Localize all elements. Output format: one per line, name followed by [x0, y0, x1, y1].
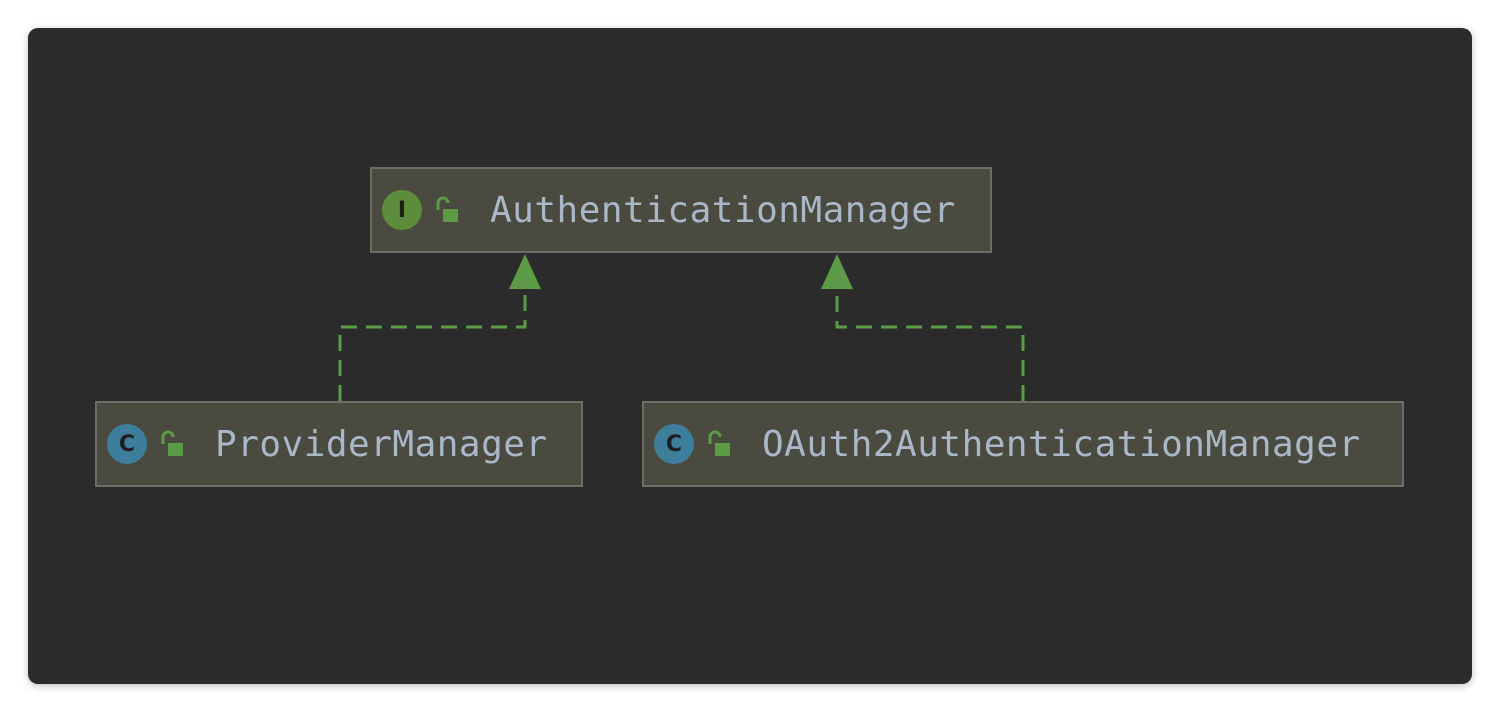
node-oauth2-authentication-manager[interactable]: C OAuth2AuthenticationManager — [642, 401, 1404, 487]
node-authentication-manager[interactable]: I AuthenticationManager — [370, 167, 992, 253]
interface-icon: I — [382, 190, 422, 230]
node-label: OAuth2AuthenticationManager — [762, 423, 1361, 465]
edges-layer — [338, 254, 1025, 401]
node-label: ProviderManager — [215, 423, 548, 465]
class-icon: C — [654, 424, 694, 464]
open-lock-icon — [436, 196, 458, 222]
open-lock-icon — [708, 430, 730, 456]
open-lock-icon — [161, 430, 183, 456]
inheritance-arrowhead — [509, 254, 541, 289]
edge-oauth2-authentication-manager-to-authentication-manager[interactable] — [821, 254, 1025, 401]
inheritance-arrowhead — [821, 254, 853, 289]
node-label: AuthenticationManager — [490, 189, 956, 231]
diagram-canvas: I AuthenticationManager C ProviderManage… — [28, 28, 1472, 684]
class-icon: C — [107, 424, 147, 464]
node-provider-manager[interactable]: C ProviderManager — [95, 401, 583, 487]
edge-provider-manager-to-authentication-manager[interactable] — [338, 254, 541, 401]
